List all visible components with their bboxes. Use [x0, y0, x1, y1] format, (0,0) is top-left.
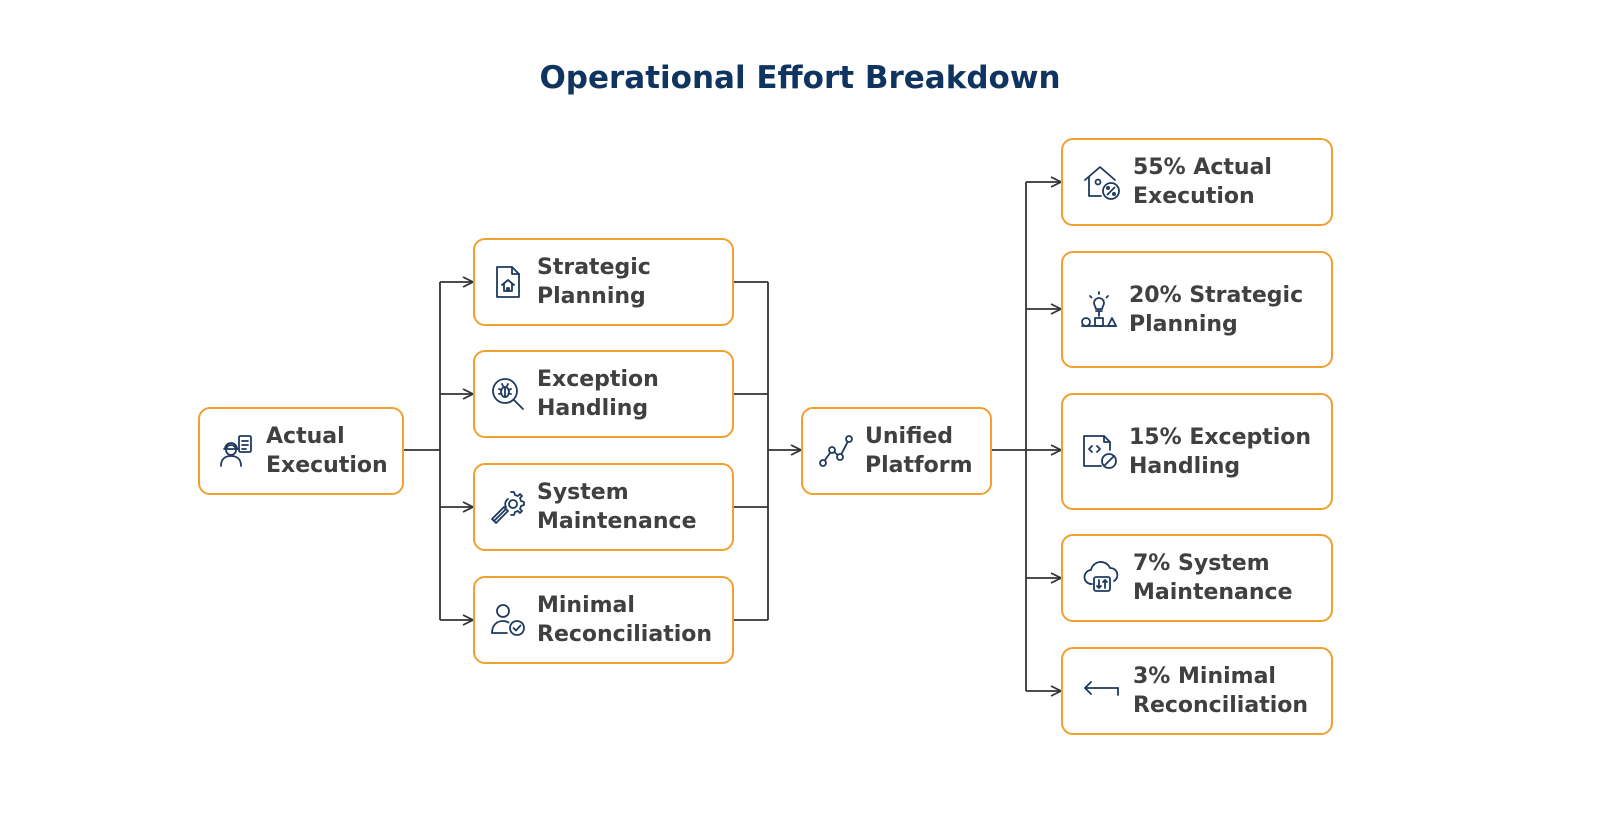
result-node-label: 55% Actual Execution — [1133, 155, 1272, 209]
source-node-actual-execution: Actual Execution — [198, 407, 404, 495]
component-node-label: Minimal Reconciliation — [537, 593, 713, 647]
result-node-system-maintenance: 7% System Maintenance — [1061, 534, 1333, 622]
line-graph-icon — [803, 432, 865, 470]
result-node-label: 15% Exception Handling — [1129, 424, 1312, 479]
hub-node-unified-platform: Unified Platform — [801, 407, 992, 495]
component-node-strategic-planning: Strategic Planning — [473, 238, 734, 326]
result-node-minimal-reconciliation: 3% Minimal Reconciliation — [1061, 647, 1333, 735]
component-node-label: System Maintenance — [537, 480, 697, 534]
house-percent-icon — [1063, 162, 1133, 202]
document-house-icon — [475, 264, 537, 300]
idea-shapes-icon — [1063, 290, 1129, 330]
result-node-label: 20% Strategic Planning — [1129, 282, 1304, 337]
result-node-strategic-planning: 20% Strategic Planning — [1061, 251, 1333, 368]
component-node-label: Strategic Planning — [537, 255, 651, 309]
cloud-transfer-icon — [1063, 558, 1133, 598]
worker-checklist-icon — [200, 432, 266, 470]
bug-search-icon — [475, 375, 537, 413]
result-node-label: 3% Minimal Reconciliation — [1133, 664, 1309, 718]
hub-node-label: Unified Platform — [865, 424, 973, 478]
component-node-minimal-reconciliation: Minimal Reconciliation — [473, 576, 734, 664]
result-node-exception-handling: 15% Exception Handling — [1061, 393, 1333, 510]
result-node-label: 7% System Maintenance — [1133, 551, 1293, 605]
component-node-exception-handling: Exception Handling — [473, 350, 734, 438]
source-node-label: Actual Execution — [266, 424, 388, 478]
wrench-gear-icon — [475, 488, 537, 526]
component-node-system-maintenance: System Maintenance — [473, 463, 734, 551]
user-check-icon — [475, 601, 537, 639]
diagram-title: Operational Effort Breakdown — [539, 60, 1061, 96]
code-block-icon — [1063, 432, 1129, 472]
component-node-label: Exception Handling — [537, 367, 659, 421]
result-node-actual-execution: 55% Actual Execution — [1061, 138, 1333, 226]
arrow-return-icon — [1063, 671, 1133, 711]
